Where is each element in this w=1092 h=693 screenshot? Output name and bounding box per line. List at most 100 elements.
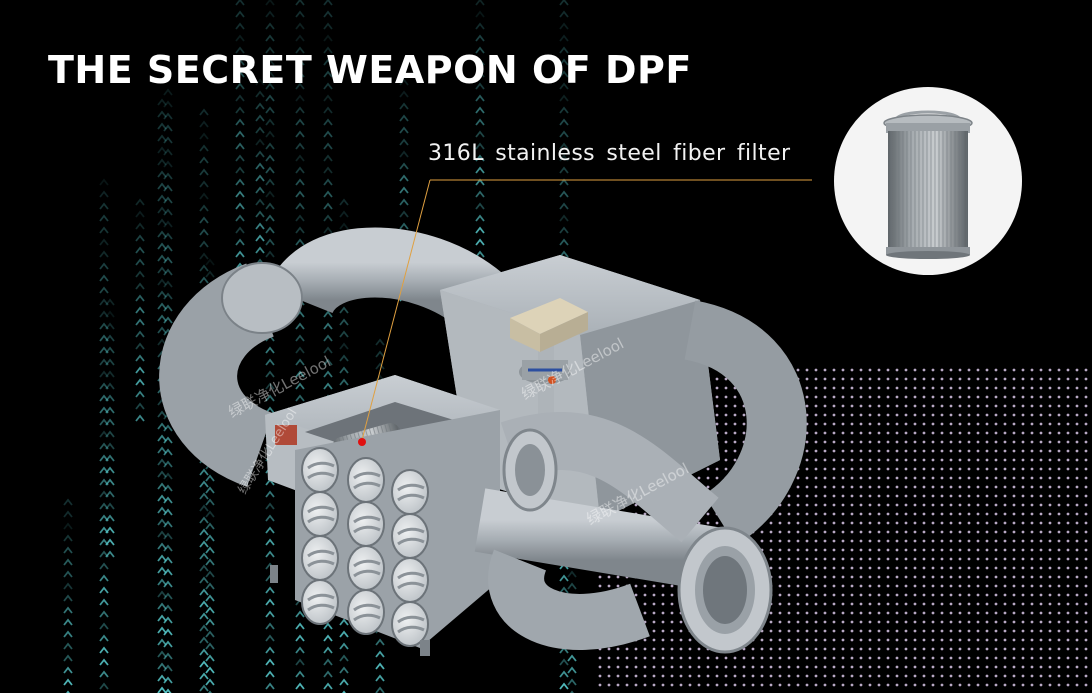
- rain-chevron: [265, 490, 275, 498]
- grid-dot: [895, 575, 899, 579]
- rain-chevron: [163, 304, 173, 312]
- grid-dot: [994, 665, 998, 669]
- rain-chevron: [475, 142, 485, 150]
- grid-dot: [877, 548, 881, 552]
- grid-dot: [724, 422, 728, 426]
- grid-dot: [958, 440, 962, 444]
- grid-dot: [913, 665, 917, 669]
- grid-dot: [652, 602, 656, 606]
- grid-dot: [967, 404, 971, 408]
- rain-chevron: [199, 180, 209, 188]
- grid-dot: [958, 485, 962, 489]
- grid-dot: [706, 665, 710, 669]
- rain-chevron: [163, 556, 173, 564]
- rain-chevron: [163, 616, 173, 624]
- grid-dot: [1066, 548, 1070, 552]
- grid-dot: [931, 467, 935, 471]
- grid-dot: [1057, 638, 1061, 642]
- grid-dot: [868, 566, 872, 570]
- grid-dot: [1039, 377, 1043, 381]
- grid-dot: [931, 575, 935, 579]
- rain-chevron: [323, 646, 333, 654]
- grid-dot: [1066, 521, 1070, 525]
- grid-dot: [823, 485, 827, 489]
- rain-chevron: [235, 202, 245, 210]
- rain-chevron: [375, 362, 385, 370]
- grid-dot: [1057, 656, 1061, 660]
- grid-dot: [949, 674, 953, 678]
- grid-dot: [661, 683, 665, 687]
- rain-chevron: [99, 238, 109, 246]
- grid-dot: [1039, 494, 1043, 498]
- grid-dot: [841, 431, 845, 435]
- grid-dot: [994, 458, 998, 462]
- grid-dot: [1030, 503, 1034, 507]
- rain-chevron: [157, 638, 167, 646]
- grid-dot: [976, 404, 980, 408]
- rain-chevron: [199, 192, 209, 200]
- grid-dot: [814, 575, 818, 579]
- grid-dot: [940, 683, 944, 687]
- grid-dot: [949, 665, 953, 669]
- grid-dot: [1003, 656, 1007, 660]
- grid-dot: [850, 683, 854, 687]
- grid-dot: [985, 629, 989, 633]
- grid-dot: [859, 422, 863, 426]
- grid-dot: [940, 656, 944, 660]
- access-cover: [301, 579, 339, 625]
- rain-chevron: [339, 378, 349, 386]
- grid-dot: [949, 386, 953, 390]
- grid-dot: [634, 593, 638, 597]
- grid-dot: [859, 638, 863, 642]
- grid-dot: [805, 368, 809, 372]
- grid-dot: [913, 593, 917, 597]
- grid-dot: [778, 665, 782, 669]
- grid-dot: [940, 539, 944, 543]
- grid-dot: [697, 521, 701, 525]
- rain-chevron: [375, 338, 385, 346]
- grid-dot: [643, 656, 647, 660]
- grid-dot: [1012, 548, 1016, 552]
- grid-dot: [877, 557, 881, 561]
- rain-chevron: [105, 442, 115, 450]
- rain-chevron: [235, 70, 245, 78]
- grid-dot: [1003, 530, 1007, 534]
- grid-dot: [805, 665, 809, 669]
- rain-chevron: [265, 358, 275, 366]
- grid-dot: [724, 404, 728, 408]
- grid-dot: [805, 683, 809, 687]
- grid-dot: [670, 656, 674, 660]
- rain-chevron: [163, 568, 173, 576]
- grid-dot: [616, 584, 620, 588]
- grid-dot: [643, 638, 647, 642]
- grid-dot: [931, 602, 935, 606]
- grid-dot: [1021, 539, 1025, 543]
- grid-dot: [1084, 431, 1088, 435]
- grid-dot: [1030, 575, 1034, 579]
- rain-chevron: [199, 528, 209, 536]
- grid-dot: [985, 512, 989, 516]
- grid-dot: [1021, 566, 1025, 570]
- grid-dot: [841, 449, 845, 453]
- grid-dot: [850, 458, 854, 462]
- grid-dot: [922, 566, 926, 570]
- grid-dot: [832, 611, 836, 615]
- grid-dot: [994, 656, 998, 660]
- grid-dot: [985, 413, 989, 417]
- grid-dot: [922, 557, 926, 561]
- rain-chevron: [199, 564, 209, 572]
- grid-dot: [895, 548, 899, 552]
- grid-dot: [724, 377, 728, 381]
- grid-dot: [913, 404, 917, 408]
- rain-chevron: [235, 166, 245, 174]
- rain-chevron: [265, 94, 275, 102]
- grid-dot: [850, 638, 854, 642]
- rain-chevron: [163, 544, 173, 552]
- grid-dot: [679, 647, 683, 651]
- grid-dot: [931, 440, 935, 444]
- rain-chevron: [105, 538, 115, 546]
- grid-dot: [976, 593, 980, 597]
- grid-dot: [913, 485, 917, 489]
- grid-dot: [931, 431, 935, 435]
- grid-dot: [1021, 368, 1025, 372]
